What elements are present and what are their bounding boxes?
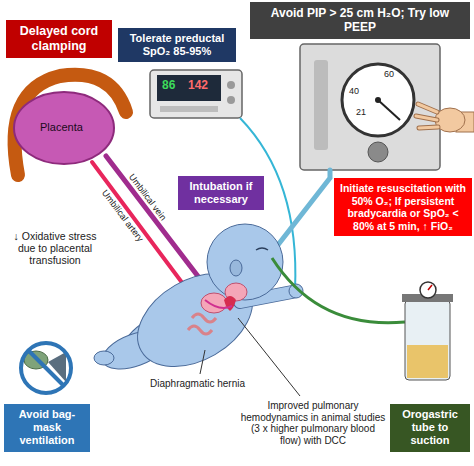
monitor-button bbox=[227, 81, 235, 89]
leader-line bbox=[238, 318, 300, 396]
suction-needle bbox=[428, 285, 432, 290]
callout-box: Avoid bag-mask ventilation bbox=[4, 404, 90, 452]
fingers bbox=[416, 104, 438, 128]
spo2-reading: 86 bbox=[162, 79, 175, 93]
ventilator-panel bbox=[314, 60, 328, 150]
baby-foot bbox=[94, 351, 114, 365]
prohibition-slash bbox=[28, 350, 64, 386]
pressure-gauge bbox=[342, 64, 414, 136]
baby-ear bbox=[230, 260, 242, 276]
callout-box: Orogastric tube to suction bbox=[390, 404, 470, 452]
heart-rate-reading: 142 bbox=[188, 79, 208, 93]
part-label: Diaphragmatic hernia bbox=[150, 378, 245, 390]
pulmonary-vessel bbox=[205, 300, 232, 308]
callout-box: Intubation if necessary bbox=[178, 176, 264, 210]
lung bbox=[201, 293, 227, 313]
herniated-bowel bbox=[188, 314, 216, 334]
part-label: Umbilical artery bbox=[100, 188, 146, 244]
callout-box: Avoid PIP > 25 cm H₂O; Try low PEEP bbox=[250, 2, 470, 39]
box-text: Tolerate preductal SpO₂ 85-95% bbox=[123, 32, 231, 58]
note: Improved pulmonary hemodynamics in anima… bbox=[240, 400, 386, 446]
gauge-needle bbox=[378, 100, 400, 120]
gauge-hub bbox=[375, 97, 381, 103]
box-text: Initiate resuscitation with 50% O₂; If p… bbox=[339, 182, 467, 232]
monitor-bar bbox=[160, 106, 218, 112]
pulse-oximeter bbox=[150, 70, 242, 118]
baby-head bbox=[207, 224, 283, 300]
fingers bbox=[416, 104, 438, 128]
gauge-number: 60 bbox=[384, 69, 394, 79]
part-label: Umbilical vein bbox=[127, 172, 169, 223]
endotracheal-tube bbox=[274, 170, 330, 250]
leader-line bbox=[200, 350, 205, 374]
part-label: Placenta bbox=[40, 121, 83, 134]
ventilator bbox=[300, 44, 440, 170]
box-text: Delayed cord clamping bbox=[11, 24, 107, 54]
canister-fluid bbox=[407, 345, 448, 378]
monitor-button bbox=[227, 96, 235, 104]
ventilator-knob bbox=[368, 142, 388, 162]
note: ↓ Oxidative stress due to placental tran… bbox=[4, 230, 106, 266]
callout-box: Tolerate preductal SpO₂ 85-95% bbox=[118, 28, 236, 62]
gauge-number: 40 bbox=[349, 86, 359, 96]
gauge-number: 21 bbox=[356, 107, 366, 117]
suction-canister bbox=[405, 300, 450, 380]
suction-gauge bbox=[420, 282, 436, 298]
placenta-shape bbox=[14, 92, 114, 164]
box-text: Orogastric tube to suction bbox=[395, 408, 465, 448]
prohibition-circle bbox=[21, 343, 71, 393]
box-text: Avoid bag-mask ventilation bbox=[9, 408, 85, 448]
box-text: Intubation if necessary bbox=[183, 180, 259, 206]
callout-box: Delayed cord clamping bbox=[6, 20, 112, 58]
box-text: Avoid PIP > 25 cm H₂O; Try low PEEP bbox=[255, 6, 465, 35]
callout-box: Initiate resuscitation with 50% O₂; If p… bbox=[334, 178, 472, 236]
orogastric-tube bbox=[272, 258, 405, 323]
baby-eye bbox=[256, 248, 268, 250]
monitor-screen bbox=[157, 75, 221, 101]
